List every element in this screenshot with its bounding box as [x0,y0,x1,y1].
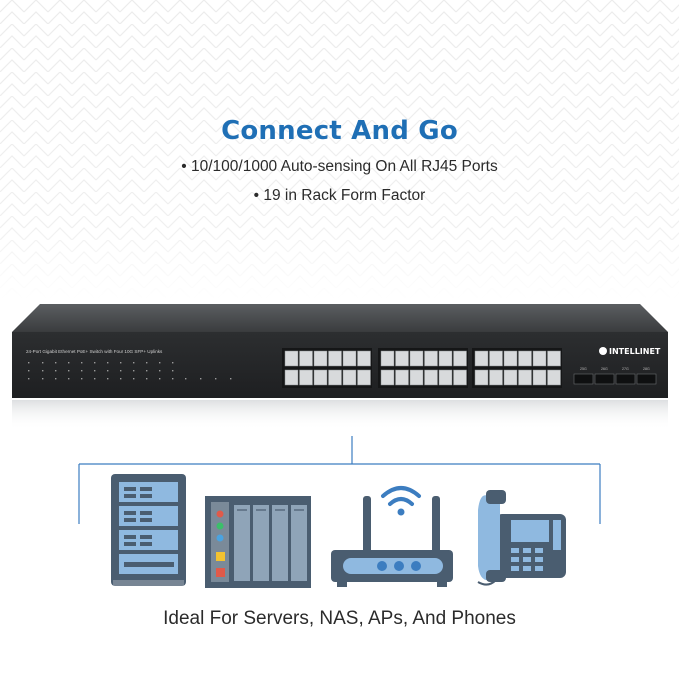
connection-lines [78,436,601,524]
sfp-label-2: 26G [601,367,608,371]
sfp-label-3: 27G [622,367,629,371]
wireless-router-icon [331,486,453,587]
background-pattern [0,0,679,300]
status-led-grid [28,362,232,380]
rj45-port-block-1 [282,348,372,388]
rj45-port-block-3 [472,348,562,388]
rj45-port-block-2 [378,348,468,388]
device-diagram [78,436,601,588]
brand-logo-icon [599,347,607,355]
brand-name: INTELLINET [609,347,661,356]
switch-top [12,304,668,332]
feature-bullet-1: • 10/100/1000 Auto-sensing On All RJ45 P… [181,158,498,175]
nas-icon [205,496,311,588]
headline: Connect And Go [221,116,458,146]
server-rack-icon [111,474,186,588]
caption: Ideal For Servers, NAS, APs, And Phones [163,608,516,629]
ip-phone-icon [477,490,566,586]
sfp-label-1: 25G [580,367,587,371]
switch-model-label: 24-Port Gigabit Ethernet PoE+ Switch wit… [26,349,163,354]
sfp-label-4: 28G [643,367,650,371]
network-switch: 24-Port Gigabit Ethernet PoE+ Switch wit… [12,304,668,430]
feature-bullet-2: • 19 in Rack Form Factor [253,187,426,204]
sfp-ports [573,373,657,385]
